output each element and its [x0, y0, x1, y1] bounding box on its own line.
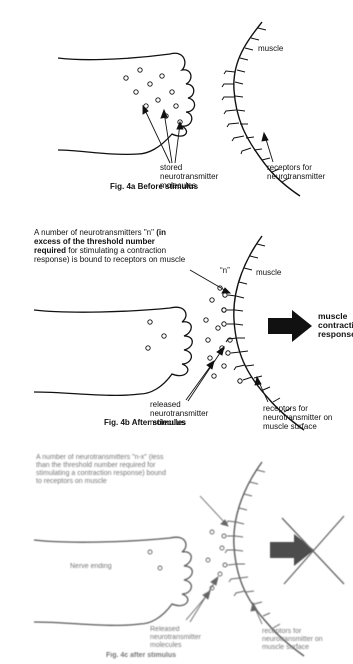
nerve-ending-label: Nerve ending: [70, 562, 112, 571]
n-label: “n”: [220, 266, 230, 275]
receptors: [222, 71, 251, 154]
figure-4a: muscle stored neurotransmitter molecules…: [0, 0, 353, 200]
released-label: Released neurotransmitter molecules: [150, 626, 201, 650]
stored-molecules: [124, 68, 182, 124]
receptor-pointer: [251, 603, 262, 624]
stored-pointers: [143, 106, 183, 163]
remaining-molecules: [146, 320, 166, 350]
receptors-label: receptors for neurotransmitter on muscle…: [263, 404, 332, 431]
receptors-label: receptors for neurotransmitter: [267, 163, 325, 181]
nerve-ending: [58, 53, 195, 154]
nerve-ending: [34, 537, 192, 625]
figure-4b: A number of neurotransmitters "n" (in ex…: [0, 228, 353, 438]
muscle-surface: [234, 462, 304, 656]
nerve-ending: [34, 307, 192, 395]
response-arrow: [268, 310, 312, 342]
receptor-pointer: [262, 133, 273, 162]
caption: Fig. 4b After stimulus: [104, 418, 186, 427]
muscle-label: muscle: [256, 268, 281, 277]
response-arrow: [270, 534, 314, 566]
muscle-label: muscle: [258, 44, 283, 53]
figure-4c: A number of neurotransmitters "n-x" (les…: [0, 448, 353, 664]
receptors-label: receptors for neurotransmitter on muscle…: [262, 628, 323, 652]
response-label: muscle contraction response: [318, 312, 353, 339]
intro-pointer: [200, 496, 228, 526]
caption: Fig. 4c after stimulus: [106, 652, 176, 659]
caption: Fig. 4a Before stimulus: [110, 182, 198, 191]
